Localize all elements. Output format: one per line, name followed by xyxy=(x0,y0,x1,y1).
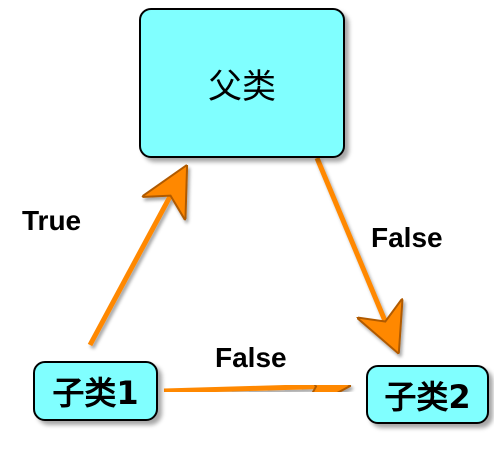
child-class-1-box: 子类1 xyxy=(33,361,158,421)
child-class-2-box: 子类2 xyxy=(366,365,489,424)
child-class-1-label: 子类1 xyxy=(52,374,139,412)
child-class-2-label: 子类2 xyxy=(384,377,471,416)
arrow-child1-to-child2 xyxy=(163,386,336,391)
parent-class-box: 父类 xyxy=(139,8,345,158)
edge-label-false-bottom: False xyxy=(215,342,287,373)
arrow-child1-to-parent xyxy=(87,178,180,347)
edge-label-false-right: False xyxy=(371,222,443,253)
arrow-parent-to-child2 xyxy=(314,157,393,340)
parent-class-label: 父类 xyxy=(208,66,276,107)
edge-label-true: True xyxy=(22,205,82,236)
